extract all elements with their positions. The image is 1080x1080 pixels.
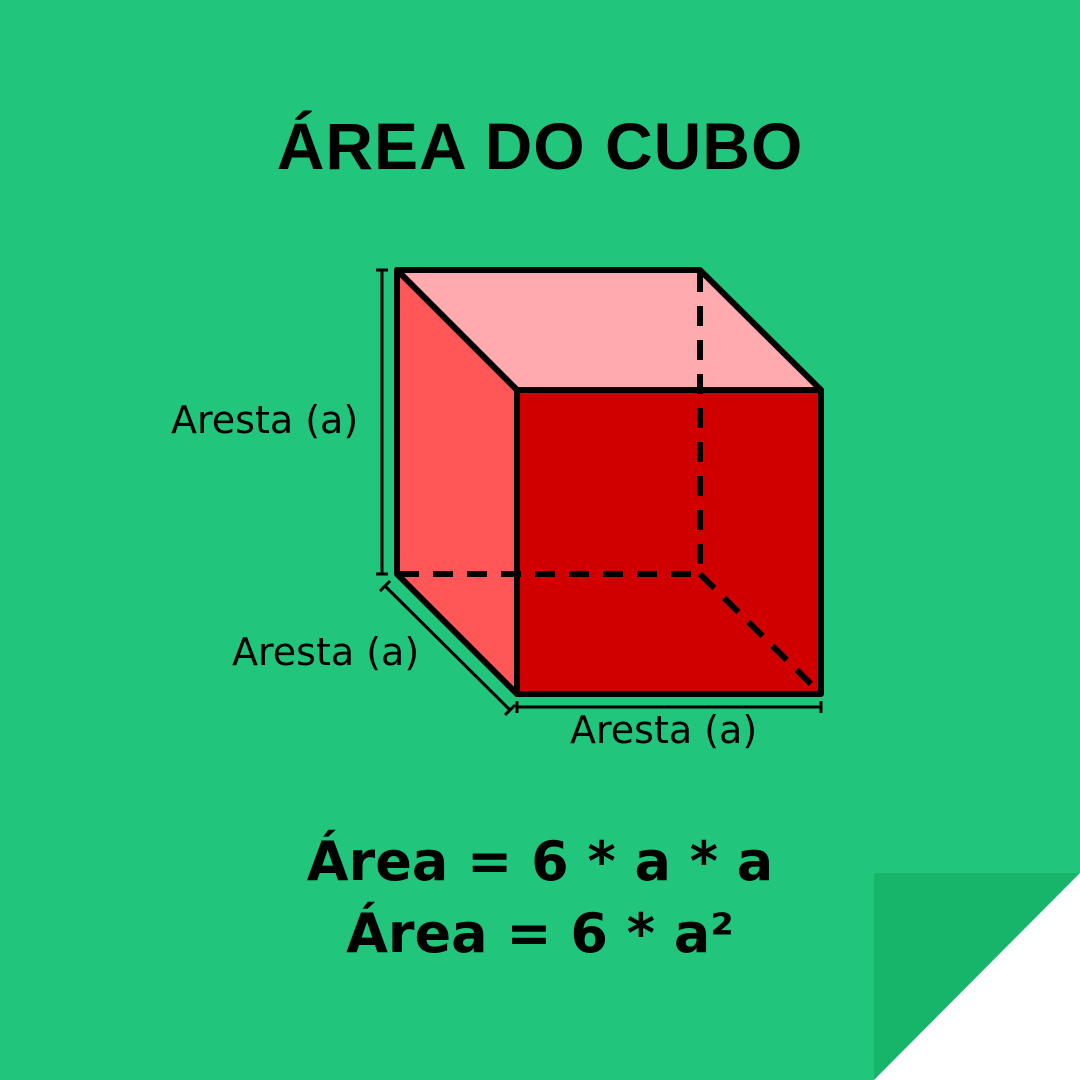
corner-page: [874, 873, 1080, 1080]
dimension-depth: [378, 579, 517, 717]
page-title: ÁREA DO CUBO: [276, 109, 804, 183]
formula-squared: Área = 6 * a²: [346, 902, 734, 965]
hidden-edge-diagonal: [697, 571, 822, 695]
formula-expanded: Área = 6 * a * a: [306, 830, 774, 893]
edge-label-depth: Aresta (a): [232, 630, 420, 674]
dimension-width: [515, 701, 823, 713]
cube-front-face: [514, 387, 824, 697]
dimension-height: [376, 268, 388, 576]
edge-label-height: Aresta (a): [171, 398, 359, 442]
edge-label-width: Aresta (a): [570, 708, 758, 752]
